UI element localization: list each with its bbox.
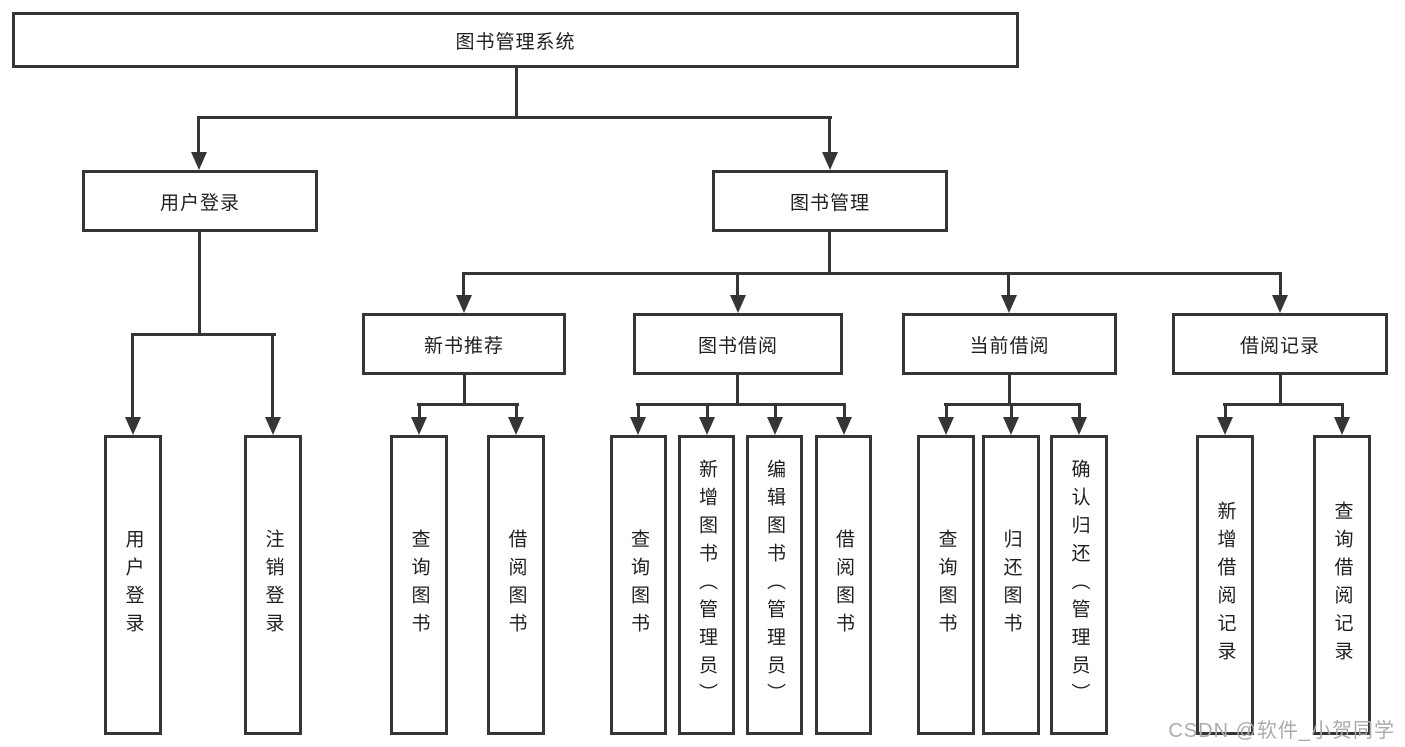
leaf-borrow-books: 借阅图书 (815, 435, 872, 735)
leaf-label: 新增图书（管理员） (696, 459, 717, 711)
connector-level2-rail (197, 116, 832, 119)
connector-book-borrowing-stub (736, 375, 739, 405)
arrowhead-icon (1334, 417, 1350, 435)
connector-new-book-recommend-stub (463, 375, 466, 405)
arrowhead-leaf-logout-icon (265, 417, 281, 435)
connector-new-book-recommend-rail (417, 403, 519, 406)
arrowhead-icon (1003, 417, 1019, 435)
leaf-label: 查询图书 (935, 529, 957, 641)
connector-to-book-borrowing (736, 274, 739, 296)
leaf-logout: 注销登录 (244, 435, 302, 735)
connector-to-leaf-logout (271, 335, 274, 418)
arrowhead-icon (1217, 417, 1233, 435)
connector-to-leaf (1341, 405, 1344, 419)
arrowhead-new-book-recommend-icon (456, 295, 472, 313)
leaf-add-books-admin: 新增图书（管理员） (678, 435, 735, 735)
connector-to-leaf (706, 405, 709, 419)
connector-to-book-management (828, 118, 831, 154)
arrowhead-icon (836, 417, 852, 435)
leaf-borrow-books-recommend: 借阅图书 (487, 435, 545, 735)
node-new-book-recommend: 新书推荐 (362, 313, 566, 375)
leaf-label: 确认归还（管理员） (1068, 459, 1090, 711)
connector-to-leaf-user-login (131, 335, 134, 418)
node-user-login: 用户登录 (82, 170, 318, 232)
leaf-query-books-current: 查询图书 (917, 435, 975, 735)
leaf-query-books-recommend: 查询图书 (390, 435, 448, 735)
arrowhead-icon (938, 417, 954, 435)
node-borrowing-records: 借阅记录 (1172, 313, 1388, 375)
connector-to-leaf (1078, 405, 1081, 419)
connector-current-borrowing-rail (944, 403, 1081, 406)
connector-to-leaf (843, 405, 846, 419)
leaf-label: 用户登录 (122, 529, 144, 641)
connector-to-current-borrowing (1007, 274, 1010, 296)
leaf-label: 查询图书 (628, 529, 649, 641)
connector-root-stub (515, 68, 518, 118)
leaf-query-books-borrowing: 查询图书 (610, 435, 667, 735)
leaf-label: 编辑图书（管理员） (764, 459, 785, 711)
arrowhead-user-login-icon (191, 152, 207, 170)
connector-to-borrowing-records (1279, 274, 1282, 296)
arrowhead-icon (767, 417, 783, 435)
arrowhead-book-management-icon (822, 152, 838, 170)
connector-user-login-stub (198, 232, 201, 336)
node-book-borrowing: 图书借阅 (633, 313, 843, 375)
arrowhead-icon (411, 417, 427, 435)
csdn-watermark: CSDN @软件_小贺同学 (1168, 720, 1395, 742)
arrowhead-borrowing-records-icon (1272, 295, 1288, 313)
arrowhead-leaf-user-login-icon (125, 417, 141, 435)
connector-to-user-login (197, 118, 200, 154)
connector-borrowing-records-rail (1223, 403, 1344, 406)
leaf-label: 查询图书 (408, 529, 430, 641)
leaf-confirm-return-admin: 确认归还（管理员） (1050, 435, 1108, 735)
connector-to-leaf (774, 405, 777, 419)
leaf-label: 归还图书 (1000, 529, 1022, 641)
connector-to-leaf (637, 405, 640, 419)
leaf-label: 注销登录 (262, 529, 284, 641)
leaf-user-login: 用户登录 (104, 435, 162, 735)
connector-to-leaf (1010, 405, 1013, 419)
leaf-query-borrow-record: 查询借阅记录 (1313, 435, 1371, 735)
connector-current-borrowing-stub (1008, 375, 1011, 405)
leaf-return-books: 归还图书 (982, 435, 1040, 735)
leaf-label: 借阅图书 (505, 529, 527, 641)
arrowhead-current-borrowing-icon (1001, 295, 1017, 313)
arrowhead-book-borrowing-icon (730, 295, 746, 313)
leaf-edit-books-admin: 编辑图书（管理员） (746, 435, 803, 735)
connector-level3-rail (462, 272, 1282, 275)
node-book-management: 图书管理 (712, 170, 948, 232)
node-library-management-system: 图书管理系统 (12, 12, 1019, 68)
arrowhead-icon (630, 417, 646, 435)
connector-to-leaf (945, 405, 948, 419)
connector-user-login-rail (131, 333, 276, 336)
connector-to-leaf (1224, 405, 1227, 419)
leaf-add-borrow-record: 新增借阅记录 (1196, 435, 1254, 735)
connector-book-borrowing-rail (636, 403, 846, 406)
leaf-label: 借阅图书 (833, 529, 854, 641)
node-current-borrowing: 当前借阅 (902, 313, 1117, 375)
arrowhead-icon (508, 417, 524, 435)
connector-book-management-stub (828, 232, 831, 274)
connector-to-leaf (515, 405, 518, 419)
arrowhead-icon (699, 417, 715, 435)
leaf-label: 查询借阅记录 (1331, 501, 1353, 669)
connector-to-new-book-recommend (462, 274, 465, 296)
arrowhead-icon (1071, 417, 1087, 435)
connector-to-leaf (418, 405, 421, 419)
leaf-label: 新增借阅记录 (1214, 501, 1236, 669)
connector-borrowing-records-stub (1279, 375, 1282, 405)
